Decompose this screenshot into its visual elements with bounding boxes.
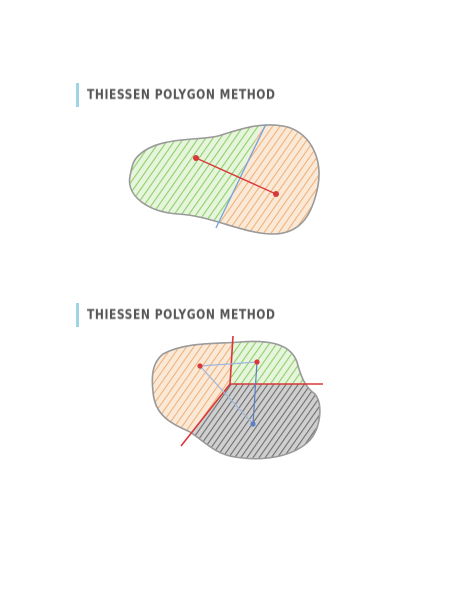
station-b-marker <box>273 191 279 197</box>
orange-polygon-region <box>210 124 319 235</box>
bisector-line-diagonal <box>180 383 231 447</box>
catchment-boundary <box>128 124 320 235</box>
title-accent-bar <box>76 303 79 327</box>
gray-polygon-region <box>185 384 320 459</box>
bisector-line-vertical <box>229 335 234 385</box>
orange-polygon-region <box>152 341 233 442</box>
thiessen-diagram-three-stations <box>151 335 323 460</box>
station-gray-marker <box>250 421 256 427</box>
connecting-line-top <box>199 361 258 367</box>
station-orange-marker <box>197 363 203 369</box>
title-accent-bar <box>76 83 79 107</box>
slide-1-title-text: THIESSEN POLYGON METHOD <box>87 87 276 103</box>
slide-2-title-text: THIESSEN POLYGON METHOD <box>87 307 276 323</box>
connecting-line <box>195 157 277 195</box>
slide-2-title: THIESSEN POLYGON METHOD <box>76 301 292 329</box>
connecting-line-right <box>252 361 258 425</box>
bisector-line <box>215 123 267 229</box>
catchment-boundary <box>151 340 321 460</box>
green-polygon-region <box>230 341 320 384</box>
slide-1-title: THIESSEN POLYGON METHOD <box>76 81 292 109</box>
station-green-marker <box>254 359 260 365</box>
connecting-line-left <box>199 365 254 425</box>
thiessen-diagram-two-stations <box>128 123 320 235</box>
station-a-marker <box>193 155 199 161</box>
